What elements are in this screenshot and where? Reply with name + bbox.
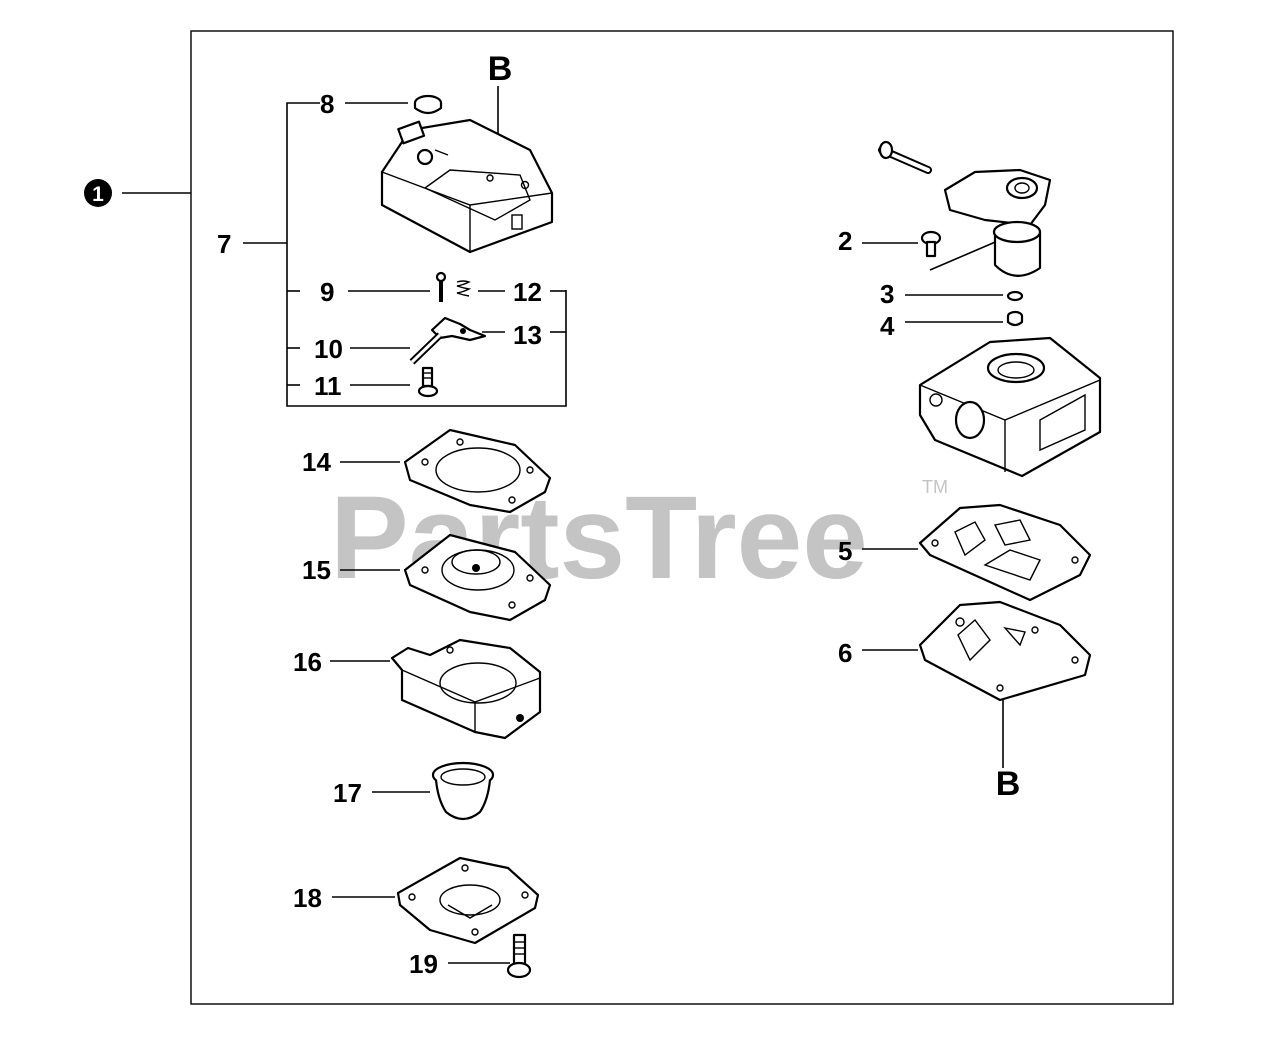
label-17[interactable]: 17	[333, 778, 362, 808]
label-11[interactable]: 11	[314, 371, 342, 401]
part-3-o-ring[interactable]	[1006, 290, 1024, 302]
label-18[interactable]: 18	[293, 883, 322, 913]
label-5[interactable]: 5	[838, 536, 852, 566]
throttle-lever[interactable]	[943, 168, 1052, 277]
label-19[interactable]: 19	[409, 949, 438, 979]
part-18-retainer[interactable]	[396, 856, 540, 945]
part-13-lever[interactable]	[430, 316, 487, 342]
label-4[interactable]: 4	[880, 311, 895, 341]
label-3[interactable]: 3	[880, 279, 894, 309]
part-4-valve[interactable]	[1006, 310, 1024, 327]
watermark-trademark: TM	[922, 477, 948, 497]
part-10-pin[interactable]	[409, 332, 443, 365]
part-16-cover[interactable]	[390, 638, 542, 740]
part-9-needle[interactable]	[435, 271, 447, 302]
label-7[interactable]: 7	[217, 229, 231, 259]
callout-number: 1	[92, 183, 104, 206]
label-15[interactable]: 15	[302, 555, 331, 585]
throttle-bolt[interactable]	[878, 140, 932, 174]
label-8[interactable]: 8	[320, 89, 334, 119]
part-17-primer-bulb[interactable]	[431, 761, 495, 821]
label-2[interactable]: 2	[838, 226, 852, 256]
part-8-cap[interactable]	[413, 94, 443, 115]
part-2-screw[interactable]	[920, 230, 942, 258]
part-7-pump-body[interactable]	[380, 118, 554, 254]
label-9[interactable]: 9	[320, 277, 334, 307]
label-13[interactable]: 13	[513, 320, 542, 350]
part-5-gasket[interactable]	[918, 503, 1092, 602]
carburetor-body[interactable]	[918, 336, 1102, 478]
label-14[interactable]: 14	[302, 447, 331, 477]
section-marker-b-top: B	[488, 50, 513, 88]
callout-circle	[84, 179, 112, 207]
part-14-gasket[interactable]	[403, 428, 552, 514]
assembly-frame	[190, 30, 1174, 1005]
part-15-diaphragm[interactable]	[403, 533, 552, 622]
assembly-callout[interactable]: 1	[84, 179, 191, 207]
part-12-spring[interactable]	[456, 280, 472, 297]
label-6[interactable]: 6	[838, 638, 852, 668]
bracket-7	[243, 102, 567, 407]
label-16[interactable]: 16	[293, 647, 322, 677]
label-10[interactable]: 10	[314, 334, 343, 364]
part-19-screw[interactable]	[506, 933, 532, 979]
label-12[interactable]: 12	[513, 277, 542, 307]
part-11-screw[interactable]	[417, 366, 439, 398]
section-marker-b-bottom: B	[996, 765, 1021, 803]
part-6-plate[interactable]	[918, 600, 1092, 702]
